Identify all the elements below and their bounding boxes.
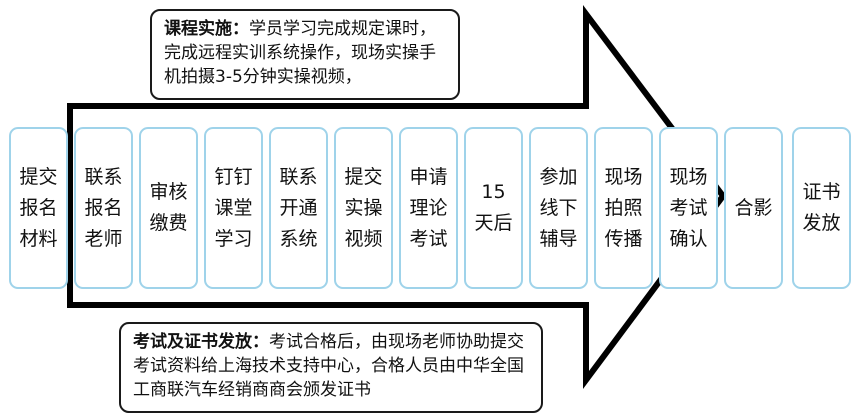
step-15-days-later: 15 天后	[464, 127, 523, 289]
step-onsite-exam-confirm: 现场 考试 确认	[659, 127, 718, 289]
step-submit-video: 提交 实操 视频	[334, 127, 393, 289]
step-offline-tutoring: 参加 线下 辅导	[529, 127, 588, 289]
step-submit-application: 提交 报名 材料	[9, 127, 68, 289]
step-onsite-photo: 现场 拍照 传播	[594, 127, 653, 289]
exam-certificate-heading: 考试及证书发放：	[133, 332, 269, 352]
arrow-outline	[67, 5, 727, 390]
exam-certificate-note: 考试及证书发放：考试合格后，由现场老师协助提交考试资料给上海技术支持中心，合格人…	[119, 322, 543, 413]
step-contact-teacher: 联系 报名 老师	[74, 127, 133, 289]
step-open-system: 联系 开通 系统	[269, 127, 328, 289]
step-certificate-issue: 证书 发放	[792, 127, 851, 289]
step-review-payment: 审核 缴费	[139, 127, 198, 289]
step-dingtalk-study: 钉钉 课堂 学习	[204, 127, 263, 289]
step-group-photo: 合影	[724, 127, 783, 289]
course-implementation-heading: 课程实施：	[164, 19, 249, 39]
course-implementation-note: 课程实施：学员学习完成规定课时，完成远程实训系统操作，现场实操手机拍摄3-5分钟…	[150, 9, 460, 100]
step-apply-theory-exam: 申请 理论 考试	[399, 127, 458, 289]
exam-certificate-text: 考试合格后，由现场老师协助提交考试资料给上海技术支持中心，合格人员由中华全国工商…	[133, 332, 524, 400]
course-implementation-text: 学员学习完成规定课时，完成远程实训系统操作，现场实操手机拍摄3-5分钟实操视频，	[164, 19, 436, 87]
